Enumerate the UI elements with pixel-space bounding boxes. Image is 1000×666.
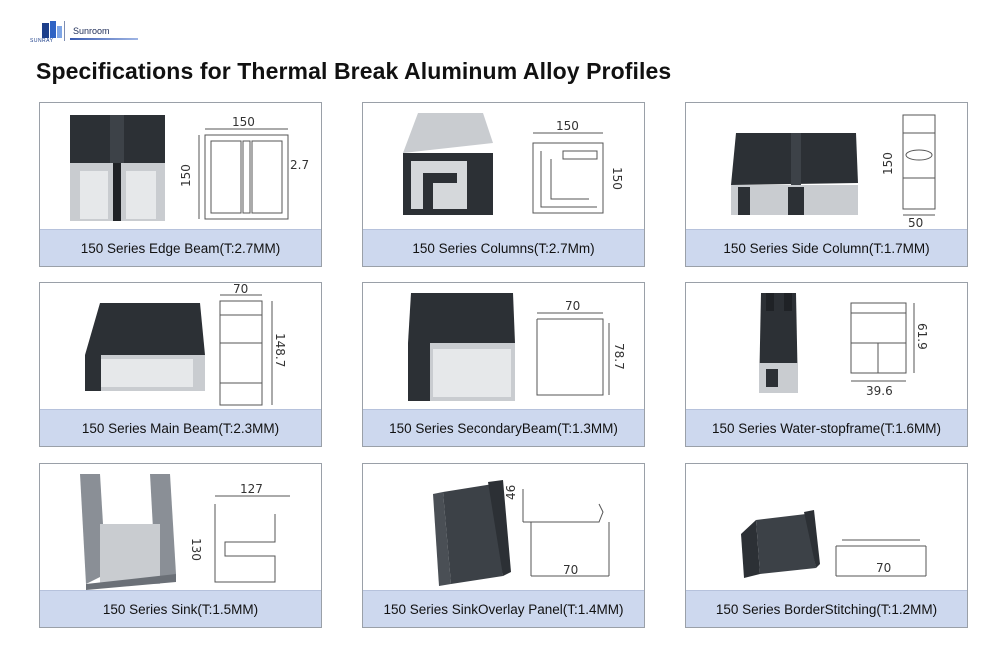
dimension-label: 70	[563, 563, 578, 577]
product-card-secondary-beam: 70 78.7 150 Series SecondaryBeam(T:1.3MM…	[362, 282, 645, 447]
card-caption: 150 Series Columns(T:2.7Mm)	[363, 229, 644, 266]
dimension-label: 70	[565, 299, 580, 313]
dimension-label: 61.9	[915, 323, 929, 350]
card-caption: 150 Series SecondaryBeam(T:1.3MM)	[363, 409, 644, 446]
sink-image: 127 130	[80, 474, 290, 590]
product-card-border-stitching: 70 150 Series BorderStitching(T:1.2MM)	[685, 463, 968, 628]
card-caption: 150 Series Sink(T:1.5MM)	[40, 590, 321, 627]
dimension-label: 78.7	[612, 343, 626, 370]
product-card-sink-overlay-panel: 46 70 150 Series SinkOverlay Panel(T:1.4…	[362, 463, 645, 628]
brand-name: Sunroom	[73, 26, 110, 36]
dimension-label: 50	[908, 216, 923, 230]
edge-beam-image: 150 150 2.7	[70, 115, 309, 221]
border-stitching-image: 70	[741, 510, 927, 578]
dimension-label: 150	[610, 167, 624, 190]
card-caption: 150 Series BorderStitching(T:1.2MM)	[686, 590, 967, 627]
card-caption: 150 Series SinkOverlay Panel(T:1.4MM)	[363, 590, 644, 627]
dimension-label: 70	[233, 283, 248, 296]
side-column-image: 150 50	[731, 114, 936, 230]
logo-text: SUNRAY	[30, 38, 54, 44]
product-card-edge-beam: 150 150 2.7 150 Series Edge Beam(T:2.7MM…	[39, 102, 322, 267]
product-card-sink: 127 130 150 Series Sink(T:1.5MM)	[39, 463, 322, 628]
sink-overlay-panel-image: 46 70	[433, 480, 610, 586]
dimension-label: 148.7	[273, 333, 287, 367]
columns-image: 150 150	[403, 113, 624, 215]
secondary-beam-image: 70 78.7	[408, 293, 626, 401]
water-stop-frame-image: 61.9 39.6	[759, 293, 929, 398]
dimension-label: 2.7	[290, 158, 309, 172]
dimension-label: 127	[240, 482, 263, 496]
brand-divider	[64, 21, 65, 41]
dimension-label: 46	[504, 485, 518, 500]
product-card-water-stop-frame: 61.9 39.6 150 Series Water-stopframe(T:1…	[685, 282, 968, 447]
dimension-label: 70	[876, 561, 891, 575]
brand-underline	[70, 38, 138, 40]
product-card-main-beam: 70 148.7 150 Series Main Beam(T:2.3MM)	[39, 282, 322, 447]
dimension-label: 150	[232, 115, 255, 129]
dimension-label: 150	[881, 152, 895, 175]
dimension-label: 39.6	[866, 384, 893, 398]
dimension-label: 130	[189, 538, 203, 561]
card-caption: 150 Series Main Beam(T:2.3MM)	[40, 409, 321, 446]
product-card-side-column: 150 50 150 Series Side Column(T:1.7MM)	[685, 102, 968, 267]
card-caption: 150 Series Side Column(T:1.7MM)	[686, 229, 967, 266]
dimension-label: 150	[556, 119, 579, 133]
main-beam-image: 70 148.7	[85, 283, 287, 406]
dimension-label: 150	[179, 164, 193, 187]
page-title: Specifications for Thermal Break Aluminu…	[36, 58, 672, 84]
product-card-columns: 150 150 150 Series Columns(T:2.7Mm)	[362, 102, 645, 267]
sunray-logo-icon	[42, 21, 62, 38]
card-caption: 150 Series Water-stopframe(T:1.6MM)	[686, 409, 967, 446]
card-caption: 150 Series Edge Beam(T:2.7MM)	[40, 229, 321, 266]
